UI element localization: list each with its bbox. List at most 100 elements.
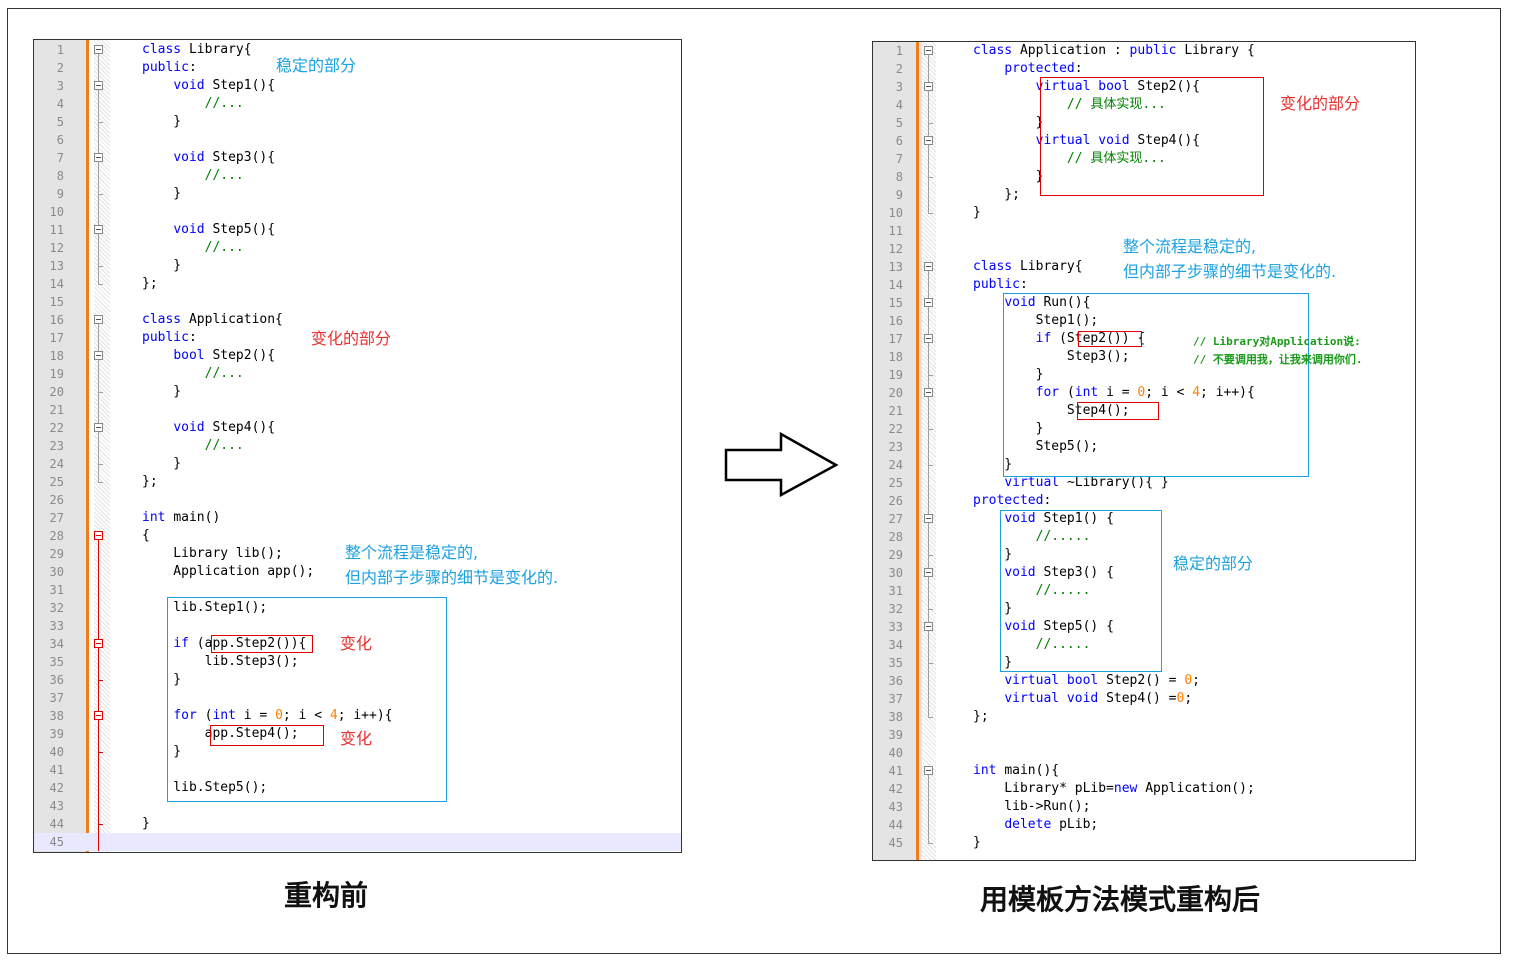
code-text: // 具体实现...	[973, 96, 1166, 114]
collapse-icon[interactable]	[924, 766, 933, 775]
line-number: 18	[888, 350, 903, 364]
code-line: 18 Step3();	[873, 348, 1415, 366]
fold-margin	[922, 42, 936, 860]
code-text: class Library{	[142, 41, 252, 59]
line-number: 33	[49, 619, 64, 633]
collapse-icon[interactable]	[94, 639, 103, 648]
code-token: new	[1113, 781, 1146, 796]
collapse-icon[interactable]	[924, 514, 933, 523]
line-number: 19	[49, 367, 64, 381]
code-token: };	[142, 276, 158, 291]
line-number: 11	[888, 224, 903, 238]
figure-frame	[7, 8, 1501, 954]
code-text: void Step5() {	[973, 618, 1114, 636]
line-number: 33	[888, 620, 903, 634]
code-token: virtual void	[1035, 133, 1138, 148]
code-token	[142, 240, 205, 255]
code-token: Step2(){	[212, 348, 276, 363]
line-number: 14	[49, 277, 64, 291]
line-number: 5	[895, 116, 903, 130]
virtual-steps-box	[1040, 77, 1264, 196]
code-token: void	[173, 222, 213, 237]
code-token: }	[973, 655, 1013, 670]
collapse-icon[interactable]	[94, 423, 103, 432]
code-token: ; i++){	[337, 708, 393, 723]
code-token: Step4() =	[1106, 691, 1177, 706]
code-line: 34 //.....	[873, 636, 1415, 654]
code-line: 37 virtual void Step4() =0;	[873, 690, 1415, 708]
line-number: 8	[895, 170, 903, 184]
collapse-icon[interactable]	[94, 81, 103, 90]
code-token: :	[1074, 61, 1083, 76]
code-text: }	[973, 456, 1012, 474]
code-line: 19 }	[873, 366, 1415, 384]
code-token: (	[204, 708, 213, 723]
code-text: }	[973, 834, 981, 852]
code-token: ~Library(){ }	[1066, 475, 1169, 490]
collapse-icon[interactable]	[924, 46, 933, 55]
code-line: 24 }	[34, 455, 681, 473]
collapse-icon[interactable]	[94, 711, 103, 720]
code-token: 0	[275, 708, 283, 723]
code-line: 10	[34, 203, 681, 221]
fold-line	[98, 234, 99, 266]
code-token: Step2() =	[1106, 673, 1185, 688]
collapse-icon[interactable]	[924, 622, 933, 631]
changing-part-note: 变化的部分	[1280, 94, 1361, 113]
code-token: ;	[1192, 673, 1200, 688]
code-token	[142, 96, 205, 111]
code-line: 8 //...	[34, 167, 681, 185]
collapse-icon[interactable]	[94, 315, 103, 324]
fold-end-tick	[928, 177, 933, 178]
collapse-icon[interactable]	[94, 45, 103, 54]
fold-line	[98, 90, 99, 122]
code-token	[973, 79, 1036, 94]
line-number: 29	[888, 548, 903, 562]
collapse-icon[interactable]	[924, 136, 933, 145]
code-text: Step3();	[973, 348, 1130, 366]
collapse-icon[interactable]	[924, 388, 933, 397]
line-number: 25	[888, 476, 903, 490]
code-text: };	[973, 186, 1020, 204]
fold-line	[98, 360, 99, 392]
step2-call-highlight	[211, 635, 313, 653]
code-token: Step5() {	[1043, 619, 1114, 634]
line-number: 6	[895, 134, 903, 148]
fold-line	[928, 775, 929, 843]
code-text: };	[142, 473, 158, 491]
code-token	[973, 691, 1004, 706]
collapse-icon[interactable]	[924, 82, 933, 91]
code-token	[142, 150, 173, 165]
code-token: //.....	[1035, 529, 1091, 544]
code-line: 9 }	[34, 185, 681, 203]
code-token: protected	[973, 493, 1044, 508]
code-token: Step1();	[973, 313, 1099, 328]
code-token: void	[1004, 511, 1044, 526]
collapse-icon[interactable]	[94, 225, 103, 234]
code-line: 39	[873, 726, 1415, 744]
code-token: }	[973, 547, 1013, 562]
flow-note-line2: 但内部子步骤的细节是变化的.	[1123, 262, 1337, 281]
code-line: 12 //...	[34, 239, 681, 257]
code-line: 29 Library lib();	[34, 545, 681, 563]
code-token: //...	[204, 240, 244, 255]
collapse-icon[interactable]	[924, 298, 933, 307]
code-line: 14};	[34, 275, 681, 293]
collapse-icon[interactable]	[924, 334, 933, 343]
code-token: Step4(){	[1137, 133, 1200, 148]
collapse-icon[interactable]	[94, 153, 103, 162]
code-text: lib.Step3();	[142, 653, 299, 671]
line-number: 5	[56, 115, 64, 129]
fold-end-tick	[928, 213, 933, 214]
collapse-icon[interactable]	[94, 531, 103, 540]
collapse-icon[interactable]	[924, 262, 933, 271]
code-token: virtual void	[1004, 691, 1107, 706]
code-token: }	[973, 601, 1013, 616]
collapse-icon[interactable]	[94, 351, 103, 360]
code-text: class Application : public Library {	[973, 42, 1255, 60]
line-number: 7	[56, 151, 64, 165]
code-token: }	[142, 456, 182, 471]
collapse-icon[interactable]	[924, 568, 933, 577]
